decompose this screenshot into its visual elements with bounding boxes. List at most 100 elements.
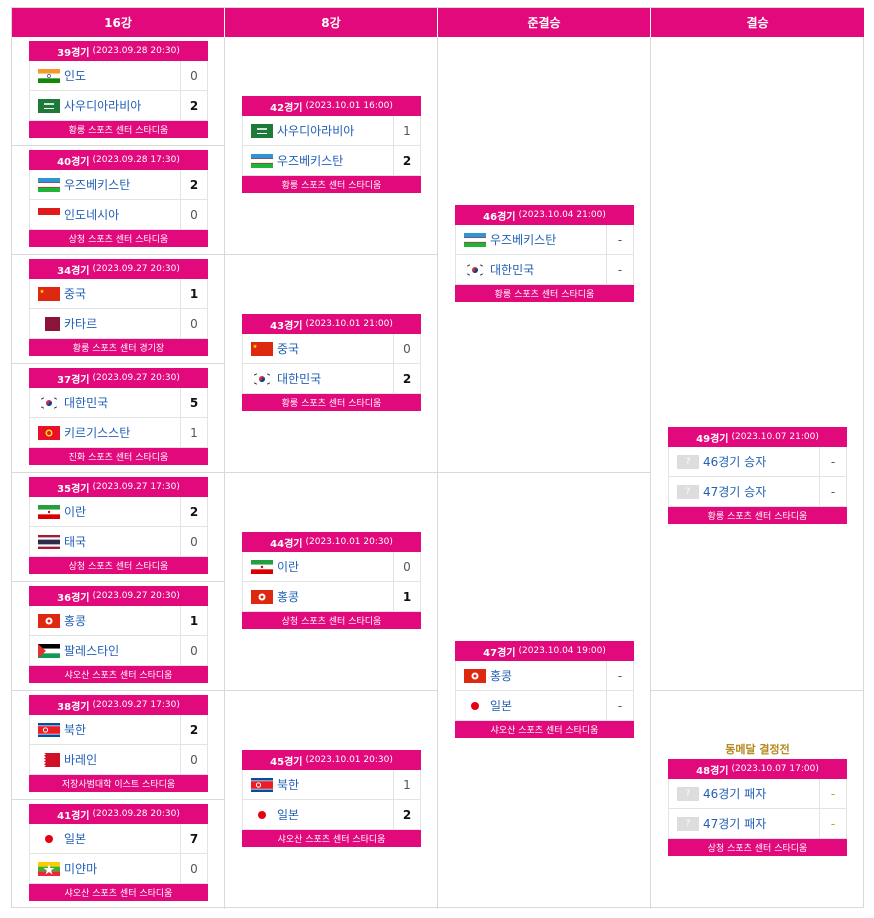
team-entry[interactable]: ? 47경기 패자: [669, 809, 819, 838]
team-score: 0: [180, 636, 207, 665]
match-venue: 황룽 스포츠 센터 스타디움: [29, 121, 208, 138]
saudi-arabia-flag-icon: [251, 123, 273, 138]
team-name-link[interactable]: 46경기 패자: [703, 787, 767, 801]
team-name-link[interactable]: 팔레스타인: [64, 644, 120, 658]
team-name-link[interactable]: 대한민국: [490, 263, 535, 277]
team-name-link[interactable]: 홍콩: [277, 590, 300, 604]
team-name-link[interactable]: 사우디아라비아: [277, 124, 355, 138]
team-name-link[interactable]: 홍콩: [490, 669, 513, 683]
team-entry[interactable]: 태국: [30, 527, 180, 556]
team-entry[interactable]: 일본: [456, 691, 606, 720]
team-name-link[interactable]: 홍콩: [64, 614, 87, 628]
team-name-link[interactable]: 태국: [64, 535, 87, 549]
team-entry[interactable]: 홍콩: [243, 582, 393, 611]
kyrgyzstan-flag-icon: [38, 425, 60, 440]
team-entry[interactable]: 일본: [243, 800, 393, 829]
team-entry[interactable]: 키르기스스탄: [30, 418, 180, 447]
team-entry[interactable]: 미얀마: [30, 854, 180, 883]
team-entry[interactable]: ?47경기 승자: [669, 477, 819, 506]
unknown-team-flag-icon: ?: [677, 816, 699, 831]
thailand-flag-icon: [38, 534, 60, 549]
team-name-link[interactable]: 대한민국: [64, 396, 109, 410]
team-name-link[interactable]: 바레인: [64, 753, 98, 767]
team-entry[interactable]: 북한: [30, 715, 180, 744]
team-name-link[interactable]: 47경기 패자: [703, 817, 767, 831]
match-date: (2023.09.28 20:30): [92, 809, 180, 819]
team-entry[interactable]: 우즈베키스탄: [243, 146, 393, 175]
team-entry[interactable]: ?46경기 승자: [669, 447, 819, 476]
team-score: 0: [180, 200, 207, 229]
match-header: 38경기(2023.09.27 17:30): [29, 695, 208, 715]
team-entry[interactable]: 대한민국: [243, 364, 393, 393]
team-name-link[interactable]: 일본: [277, 808, 300, 822]
team-entry[interactable]: 팔레스타인: [30, 636, 180, 665]
team-name-link[interactable]: 중국: [277, 342, 300, 356]
team-entry[interactable]: 이란: [30, 497, 180, 526]
team-name-link[interactable]: 키르기스스탄: [64, 426, 131, 440]
match-venue: 상청 스포츠 센터 스타디움: [29, 557, 208, 574]
team-name-link[interactable]: 미얀마: [64, 862, 98, 876]
team-entry[interactable]: ?46경기 패자: [669, 779, 819, 808]
bronze-match-title: 동메달 결정전: [725, 743, 790, 756]
team-entry[interactable]: 중국: [243, 334, 393, 363]
team-score: 0: [180, 309, 207, 338]
team-name-link[interactable]: 우즈베키스탄: [277, 154, 344, 168]
team-name-link[interactable]: 북한: [277, 778, 300, 792]
team-entry[interactable]: 사우디아라비아: [30, 91, 180, 120]
team-name-link[interactable]: 이란: [64, 505, 87, 519]
match-number: 36경기: [57, 592, 90, 604]
saudi-arabia-flag-icon: [38, 98, 60, 113]
team-entry[interactable]: 대한민국: [30, 388, 180, 417]
team-entry[interactable]: 우즈베키스탄: [456, 225, 606, 254]
team-entry[interactable]: 바레인: [30, 745, 180, 774]
team-entry[interactable]: 우즈베키스탄: [30, 170, 180, 199]
team-score: -: [819, 447, 846, 476]
team-name-link[interactable]: 북한: [64, 723, 87, 737]
match-date: (2023.09.28 20:30): [92, 46, 180, 56]
team-score: 0: [180, 854, 207, 883]
team-name-link[interactable]: 인도: [64, 69, 87, 83]
team-name-link[interactable]: 이란: [277, 560, 300, 574]
team-name-link[interactable]: 카타르: [64, 317, 98, 331]
team-entry[interactable]: 홍콩: [456, 661, 606, 690]
team-name-link[interactable]: 우즈베키스탄: [64, 178, 131, 192]
team-name-link[interactable]: 인도네시아: [64, 208, 120, 222]
match-date: (2023.10.07 21:00): [731, 432, 819, 442]
team-name-link[interactable]: 46경기 승자: [703, 455, 767, 469]
team-entry[interactable]: 북한: [243, 770, 393, 799]
team-row: ?46경기 패자-: [668, 779, 847, 809]
team-name-link[interactable]: 47경기 승자: [703, 485, 767, 499]
team-entry[interactable]: 인도네시아: [30, 200, 180, 229]
match-date: (2023.10.07 17:00): [731, 764, 819, 774]
match-venue: 샤오산 스포츠 센터 스타디움: [242, 830, 421, 847]
team-name-link[interactable]: 일본: [64, 832, 87, 846]
team-name-link[interactable]: 우즈베키스탄: [490, 233, 557, 247]
match-card-47: 47경기(2023.10.04 19:00)홍콩-일본-샤오산 스포츠 센터 스…: [455, 641, 634, 738]
qatar-flag-icon: [38, 316, 60, 331]
team-name-link[interactable]: 대한민국: [277, 372, 322, 386]
palestine-flag-icon: [38, 643, 60, 658]
team-entry[interactable]: 사우디아라비아: [243, 116, 393, 145]
south-korea-flag-icon: [463, 262, 487, 277]
team-entry[interactable]: 인도: [30, 61, 180, 90]
team-entry[interactable]: 대한민국: [456, 255, 606, 284]
team-entry[interactable]: 홍콩: [30, 606, 180, 635]
team-entry[interactable]: 일본: [30, 824, 180, 853]
team-name-link[interactable]: 일본: [490, 699, 513, 713]
match-header: 35경기(2023.09.27 17:30): [29, 477, 208, 497]
team-score: -: [606, 225, 633, 254]
team-name-link[interactable]: 중국: [64, 287, 87, 301]
match-date: (2023.09.27 20:30): [92, 591, 180, 601]
team-entry[interactable]: 이란: [243, 552, 393, 581]
team-entry[interactable]: 카타르: [30, 309, 180, 338]
team-name-link[interactable]: 사우디아라비아: [64, 99, 142, 113]
team-entry[interactable]: 중국: [30, 279, 180, 308]
match-date: (2023.10.04 19:00): [518, 646, 606, 656]
